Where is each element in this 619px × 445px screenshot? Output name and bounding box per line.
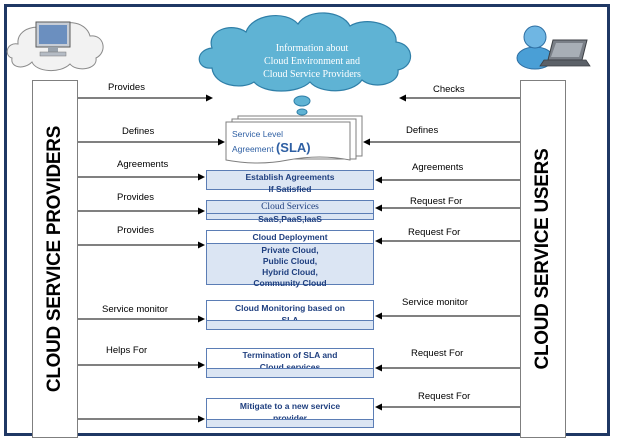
box-services-divider xyxy=(207,213,373,214)
users-column: CLOUD SERVICE USERS xyxy=(520,80,566,438)
sla-line-2-prefix: Agreement xyxy=(232,144,276,154)
box-termination-title-1: Termination of SLA and xyxy=(242,350,338,360)
box-services-title: Cloud Services xyxy=(261,202,319,212)
label-helps-for: Helps For xyxy=(106,345,148,356)
providers-title: CLOUD SERVICE PROVIDERS xyxy=(44,125,65,393)
box-mitigate-footer xyxy=(207,419,373,427)
label-defines-left: Defines xyxy=(122,126,155,137)
box-establish-title-1: Establish Agreements xyxy=(245,172,335,182)
sla-line-2: Agreement (SLA) xyxy=(232,141,352,156)
diagram-frame xyxy=(4,4,610,436)
label-service-monitor-right: Service monitor xyxy=(402,297,468,308)
cloud-line-1: Information about xyxy=(275,43,349,54)
label-service-monitor-left: Service monitor xyxy=(102,304,168,315)
label-provides-services: Provides xyxy=(117,192,154,203)
box-cloud-deployment: Cloud Deployment Private Cloud, Public C… xyxy=(206,230,374,288)
box-establish-title-2: If Satisfied xyxy=(268,184,312,194)
label-checks: Checks xyxy=(433,84,465,95)
box-deployment-item-1: Private Cloud, xyxy=(261,245,319,255)
label-defines-right: Defines xyxy=(406,125,439,136)
label-provides-info: Provides xyxy=(108,82,145,93)
box-monitoring-footer xyxy=(207,320,373,329)
box-cloud-services: Cloud Services SaaS,PaaS,IaaS xyxy=(206,200,374,224)
label-request-termination: Request For xyxy=(411,348,464,359)
box-termination-title-2: Cloud services xyxy=(259,362,321,372)
box-termination-footer xyxy=(207,368,373,377)
box-deployment-item-3: Hybrid Cloud, xyxy=(262,267,318,277)
users-title: CLOUD SERVICE USERS xyxy=(532,148,553,370)
box-establish-agreements: Establish Agreements If Satisfied xyxy=(206,170,374,194)
information-cloud-icon xyxy=(198,12,412,116)
sla-label: Service Level Agreement (SLA) xyxy=(232,128,352,156)
box-services-body: SaaS,PaaS,IaaS xyxy=(258,214,322,224)
computer-cloud-icon xyxy=(6,21,104,71)
cloud-line-3: Cloud Service Providers xyxy=(263,69,361,80)
box-mitigate-title-1: Mitigate to a new service xyxy=(239,401,341,411)
box-mitigate-title-2: provider xyxy=(272,413,307,423)
label-provides-deployment: Provides xyxy=(117,225,154,236)
box-monitoring-title-1: Cloud Monitoring based on xyxy=(234,303,345,313)
box-deployment-title: Cloud Deployment xyxy=(207,231,373,243)
providers-column: CLOUD SERVICE PROVIDERS xyxy=(32,80,78,438)
box-cloud-monitoring: Cloud Monitoring based on SLA xyxy=(206,300,374,330)
label-agreements-right: Agreements xyxy=(412,162,464,173)
box-termination: Termination of SLA and Cloud services xyxy=(206,348,374,378)
user-arrows xyxy=(363,94,520,411)
label-request-deployment: Request For xyxy=(408,227,461,238)
user-laptop-icon xyxy=(516,25,591,70)
box-deployment-item-2: Public Cloud, xyxy=(262,256,318,266)
sla-document-stack xyxy=(225,115,363,164)
box-deployment-item-4: Community Cloud xyxy=(253,278,327,288)
label-request-mitigate: Request For xyxy=(418,391,471,402)
cloud-info-text: Information about Cloud Environment and … xyxy=(226,42,398,81)
box-deployment-divider xyxy=(207,243,373,244)
label-request-services: Request For xyxy=(410,196,463,207)
sla-abbrev: (SLA) xyxy=(275,140,311,155)
box-mitigate: Mitigate to a new service provider xyxy=(206,398,374,428)
sla-line-1: Service Level xyxy=(232,129,284,139)
cloud-line-2: Cloud Environment and xyxy=(263,56,361,67)
label-agreements-left: Agreements xyxy=(117,159,169,170)
provider-arrows xyxy=(78,94,225,423)
